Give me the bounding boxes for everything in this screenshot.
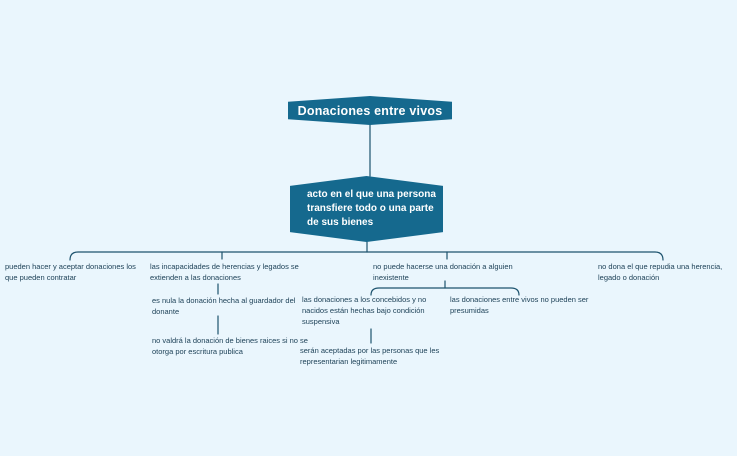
branch-nonexistent-recipient[interactable]: no puede hacerse una donación a alguien …	[373, 262, 513, 282]
branch-real-estate-deed-required[interactable]: no valdrá la donación de bienes raices s…	[152, 336, 308, 356]
branch-incapacities-extend[interactable]: las incapacidades de herencias y legados…	[150, 262, 299, 282]
definition-node[interactable]: acto en el que una persona transfiere to…	[290, 176, 443, 242]
branch-capacity-to-donate[interactable]: pueden hacer y aceptar donaciones los qu…	[5, 262, 136, 282]
branch-repudiation-not-donation[interactable]: no dona el que repudia una herencia, leg…	[598, 262, 723, 282]
line-main-spread	[69, 251, 664, 261]
root-node[interactable]: Donaciones entre vivos	[288, 96, 452, 125]
branch-donations-not-presumed[interactable]: las donaciones entre vivos no pueden ser…	[450, 295, 589, 315]
branch-accepted-by-representatives[interactable]: serán aceptadas por las personas que les…	[300, 346, 440, 366]
branch-guardian-donation-null[interactable]: es nula la donación hecha al guardador d…	[152, 296, 296, 316]
branch-conceived-suspensive-condition[interactable]: las donaciones a los concebidos y no nac…	[302, 295, 427, 326]
line-sub-spread	[370, 287, 520, 296]
